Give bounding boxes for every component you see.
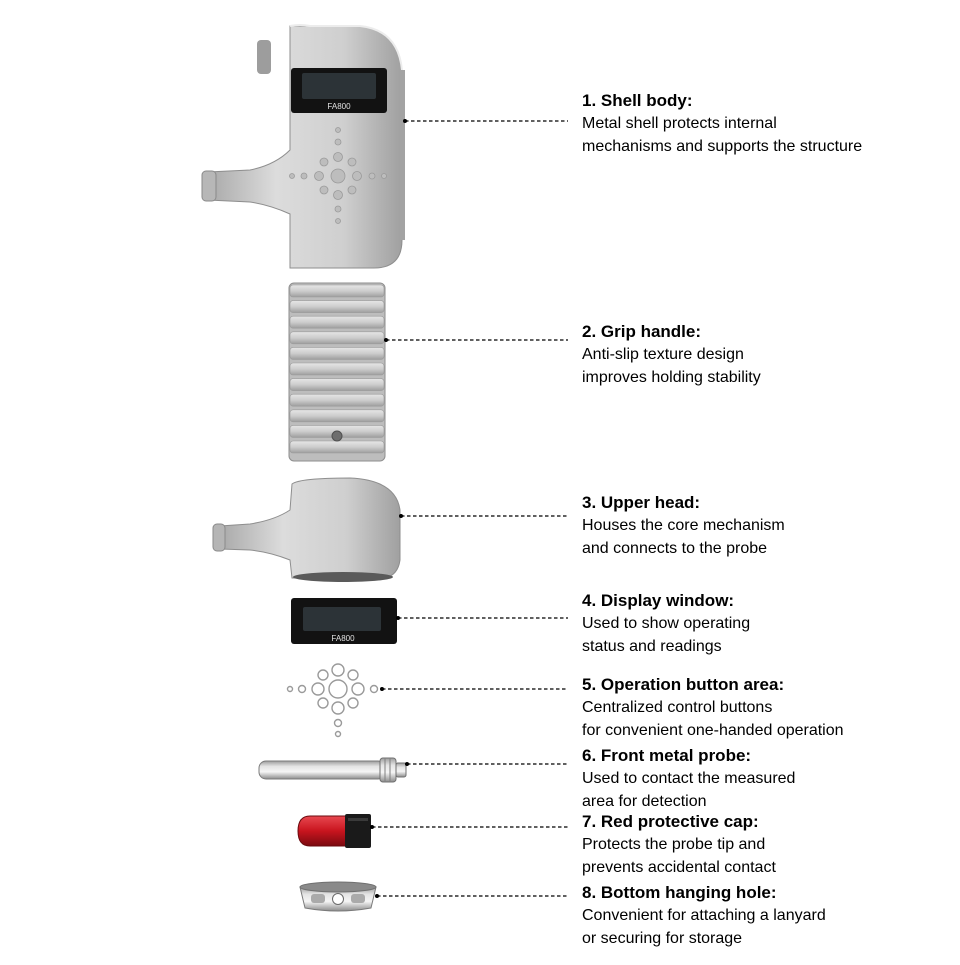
- operation-buttons-part: [286, 663, 379, 738]
- grip-rib: [289, 393, 385, 407]
- grip-rib: [289, 300, 385, 313]
- lcd-panel: [302, 73, 376, 99]
- callout-operation-buttons: 5. Operation button area: Centralized co…: [582, 674, 952, 742]
- callout-line: status and readings: [582, 638, 722, 655]
- metal-probe-part: [258, 757, 407, 783]
- callout-metal-probe: 6. Front metal probe: Used to contact th…: [582, 745, 952, 813]
- callout-line: for convenient one-handed operation: [582, 722, 844, 739]
- grip-rib: [289, 347, 385, 360]
- grip-hole: [331, 430, 343, 442]
- grip-rib: [289, 284, 385, 298]
- grip-rib: [289, 440, 385, 454]
- callout-line: Metal shell protects internal: [582, 115, 777, 132]
- callout-title: 3. Upper head:: [582, 493, 701, 512]
- hanging-hole-part: [299, 881, 377, 912]
- button-pattern: [289, 127, 387, 224]
- shell-edge: [400, 70, 405, 240]
- callout-line: Houses the core mechanism: [582, 517, 785, 534]
- callout-title: 4. Display window:: [582, 591, 735, 610]
- callout-hanging-hole: 8. Bottom hanging hole: Convenient for a…: [582, 882, 952, 950]
- callout-title: 1. Shell body:: [582, 91, 693, 110]
- callout-title: 2. Grip handle:: [582, 322, 702, 341]
- callout-line: Anti-slip texture design: [582, 346, 744, 363]
- callout-line: improves holding stability: [582, 369, 761, 386]
- callout-line: Centralized control buttons: [582, 699, 773, 716]
- callout-line: mechanisms and supports the structure: [582, 138, 863, 155]
- leader-lines: [372, 120, 568, 897]
- grip-rib: [289, 362, 385, 376]
- callout-line: and connects to the probe: [582, 540, 768, 557]
- callout-line: Used to contact the measured: [582, 770, 796, 787]
- side-button: [257, 40, 271, 74]
- model-label-2: FA800: [331, 634, 355, 643]
- callout-shell-body: 1. Shell body: Metal shell protects inte…: [582, 90, 952, 158]
- callout-protective-cap: 7. Red protective cap: Protects the prob…: [582, 811, 952, 879]
- callout-line: or securing for storage: [582, 930, 743, 947]
- callout-line: prevents accidental contact: [582, 859, 776, 876]
- callout-display-window: 4. Display window: Used to show operatin…: [582, 590, 952, 658]
- callout-upper-head: 3. Upper head: Houses the core mechanism…: [582, 492, 952, 560]
- callout-line: area for detection: [582, 793, 707, 810]
- callout-title: 7. Red protective cap:: [582, 812, 759, 831]
- model-label: FA800: [327, 102, 351, 111]
- callout-grip-handle: 2. Grip handle: Anti-slip texture design…: [582, 321, 952, 389]
- upper-head-part: [212, 477, 401, 582]
- grip-rib: [289, 409, 385, 423]
- protective-cap-part: [297, 814, 371, 848]
- shell-body-part: FA800: [201, 24, 405, 269]
- callout-title: 6. Front metal probe:: [582, 746, 752, 765]
- callout-line: Convenient for attaching a lanyard: [582, 907, 826, 924]
- leader-dots: [370, 119, 409, 898]
- grip-rib: [289, 331, 385, 345]
- callout-title: 8. Bottom hanging hole:: [582, 883, 777, 902]
- grip-rib: [289, 378, 385, 391]
- display-window-part: FA800: [291, 598, 397, 644]
- callout-line: Protects the probe tip and: [582, 836, 766, 853]
- callout-title: 5. Operation button area:: [582, 675, 785, 694]
- callout-line: Used to show operating: [582, 615, 751, 632]
- grip-rib: [289, 315, 385, 329]
- grip-handle-part: [288, 282, 386, 462]
